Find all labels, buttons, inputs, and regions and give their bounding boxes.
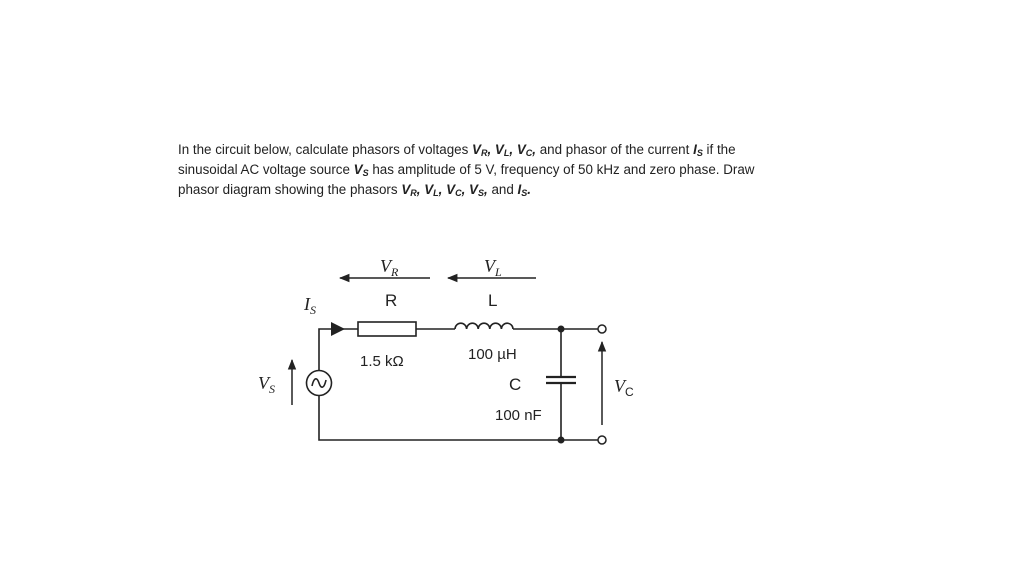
inductor-name: L (488, 291, 497, 310)
resistor (357, 321, 417, 337)
current-arrow (331, 322, 345, 336)
problem-text: sinusoidal AC voltage source (178, 162, 354, 177)
variable-symbol: VR, (401, 182, 421, 198)
variable-symbol: VR, (472, 142, 492, 158)
variable-symbol: VC, (446, 182, 466, 198)
variable-symbol: VC, (516, 142, 536, 158)
problem-text: and (487, 182, 518, 197)
resistor-value: 1.5 kΩ (360, 353, 404, 370)
variable-symbol: VS, (469, 182, 488, 198)
ac-source (305, 369, 333, 397)
inductor (454, 322, 514, 330)
problem-line: phasor diagram showing the phasors VR, V… (178, 180, 878, 200)
problem-line: sinusoidal AC voltage source VS has ampl… (178, 160, 878, 180)
junction-dot-top (557, 325, 565, 333)
is-label: IS (303, 294, 316, 317)
problem-text: In the circuit below, calculate phasors … (178, 142, 473, 157)
vl-label: VL (484, 256, 502, 279)
wires (318, 328, 598, 441)
variable-symbol: VS (353, 162, 369, 178)
junction-dot-bottom (557, 436, 565, 444)
problem-text: phasor diagram showing the phasors (178, 182, 402, 197)
terminal-bottom (597, 435, 607, 445)
variable-symbol: IS (693, 142, 703, 158)
problem-text: if the (702, 142, 736, 157)
problem-line: In the circuit below, calculate phasors … (178, 140, 878, 160)
vc-label: VC (614, 376, 634, 399)
variable-symbol: VL, (494, 142, 514, 158)
capacitor-value: 100 nF (495, 407, 542, 424)
capacitor-name: C (509, 375, 521, 394)
problem-text: has amplitude of 5 V, frequency of 50 kH… (368, 162, 755, 177)
resistor-name: R (385, 291, 397, 310)
problem-statement: In the circuit below, calculate phasors … (178, 140, 878, 200)
inductor-value: 100 µH (468, 346, 517, 363)
terminal-top (597, 324, 607, 334)
problem-text: and phasor of the current (536, 142, 694, 157)
variable-symbol: VL, (424, 182, 443, 198)
variable-symbol: IS. (517, 182, 531, 198)
vr-label: VR (380, 256, 399, 279)
capacitor (546, 375, 576, 385)
vs-label: VS (258, 373, 275, 396)
